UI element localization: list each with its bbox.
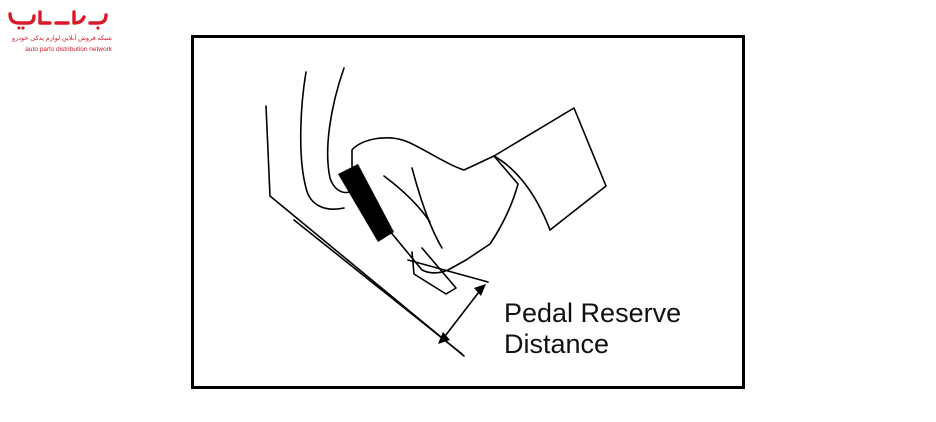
shoe-tongue: [383, 175, 431, 223]
brand-tagline-fa: شبکه فروش آنلاین لوازم یدکی خودرو: [11, 35, 112, 42]
pedal-pad: [338, 164, 394, 242]
brand-logo: شبکه فروش آنلاین لوازم یدکی خودرو auto p…: [4, 4, 112, 56]
floor-line-outer: [265, 105, 465, 357]
reserve-arrow-head-bottom: [438, 332, 450, 344]
brand-wordmark: [8, 10, 108, 30]
pedal-arm: [299, 71, 345, 210]
reserve-extension: [407, 259, 489, 283]
trouser-hem: [493, 155, 551, 231]
reserve-arrow-head-top: [474, 284, 486, 296]
label-line-1: Pedal Reserve: [504, 298, 682, 328]
trouser-leg: [493, 107, 607, 231]
pedal-illustration: [265, 67, 607, 357]
reserve-arrow-line: [441, 287, 483, 341]
pedal-diagram: Pedal Reserve Distance: [191, 35, 745, 389]
brand-tagline-en: auto parts distribution network: [25, 46, 112, 53]
label-line-2: Distance: [504, 329, 610, 359]
pedal-arm-inner: [326, 67, 351, 194]
shoe-lace: [411, 167, 443, 249]
pedal-reserve-label: Pedal Reserve Distance: [504, 298, 681, 360]
shoe-heel: [411, 247, 457, 295]
floor-line-inner: [293, 219, 463, 355]
